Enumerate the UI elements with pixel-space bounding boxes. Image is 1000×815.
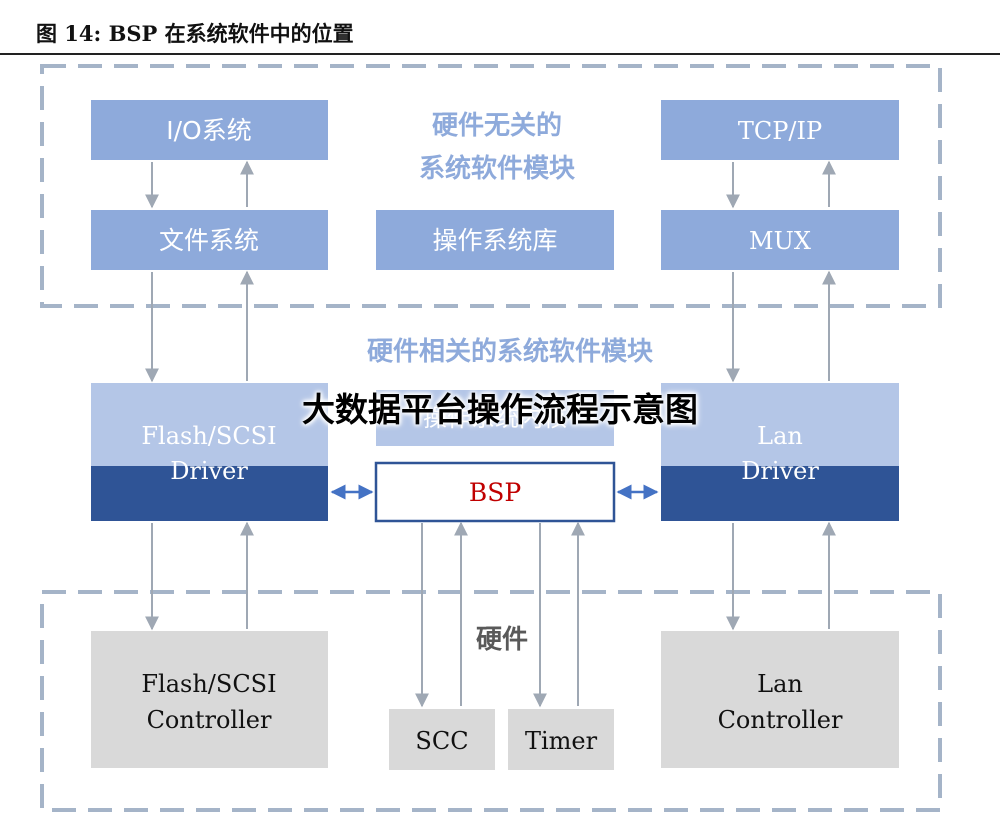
os-library-label: 操作系统库	[432, 226, 557, 255]
lan-driver-box-top	[661, 383, 899, 466]
flash-driver-box-band	[91, 466, 328, 521]
hardware-independent-label-line2: 系统软件模块	[419, 153, 575, 184]
io-system-label: I/O系统	[166, 116, 251, 145]
scc-box	[389, 709, 495, 770]
io-system-box	[91, 100, 328, 160]
lan-controller-label-line2: Controller	[718, 706, 843, 734]
hardware-label: 硬件	[476, 625, 528, 655]
timer-box	[508, 709, 614, 770]
hardware-independent-group-border	[40, 64, 942, 308]
os-library-box	[376, 210, 614, 270]
os-kernel-box	[376, 390, 614, 446]
flash-driver-label-line1: Flash/SCSI	[141, 422, 276, 450]
hardware-related-label: 硬件相关的系统软件模块	[367, 336, 653, 367]
title-divider	[0, 53, 1000, 55]
mux-label: MUX	[749, 227, 811, 255]
flash-controller-label-line1: Flash/SCSI	[141, 670, 276, 698]
tcp-ip-box	[661, 100, 899, 160]
lan-controller-label-line1: Lan	[757, 670, 803, 698]
flash-driver-label-line2: Driver	[170, 457, 248, 485]
bsp-box	[374, 461, 616, 523]
file-system-label: 文件系统	[159, 226, 259, 255]
tcp-ip-label: TCP/IP	[738, 117, 822, 145]
bsp-label: BSP	[469, 478, 521, 507]
lan-driver-label-line1: Lan	[757, 422, 803, 450]
flash-driver-box-top	[91, 383, 328, 466]
file-system-box	[91, 210, 328, 270]
scc-label: SCC	[415, 727, 468, 755]
flash-controller-box	[91, 631, 328, 768]
flash-controller-label-line2: Controller	[147, 706, 272, 734]
hardware-group-border	[40, 590, 942, 812]
figure-title: 图 14: BSP 在系统软件中的位置	[36, 21, 354, 46]
lan-driver-label-line2: Driver	[741, 457, 819, 485]
lan-driver-box-band	[661, 466, 899, 521]
os-kernel-label: 操作系统内核	[423, 404, 567, 432]
timer-label: Timer	[525, 727, 598, 755]
mux-box	[661, 210, 899, 270]
hardware-independent-label-line1: 硬件无关的	[432, 110, 562, 141]
lan-controller-box	[661, 631, 899, 768]
